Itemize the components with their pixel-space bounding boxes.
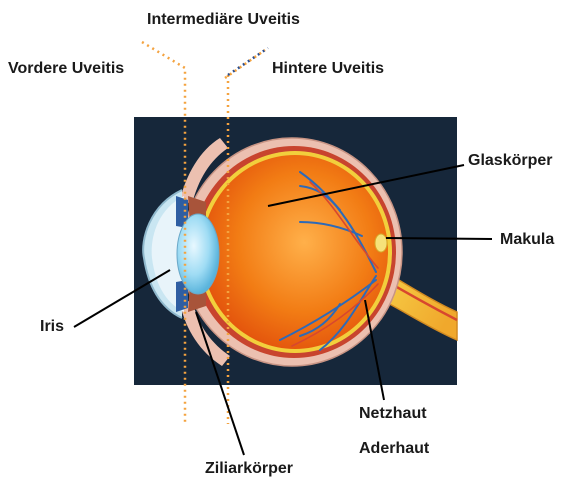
label-ciliary-body: Ziliarkörper [205,461,293,477]
label-choroid: Aderhaut [359,441,429,457]
macula-spot [375,234,387,252]
label-macula: Makula [500,232,554,248]
label-posterior-uveitis: Hintere Uveitis [272,61,384,77]
lens [177,214,219,294]
label-iris: Iris [40,319,64,335]
label-vitreous-body: Glaskörper [468,153,552,169]
label-intermediate-uveitis: Intermediäre Uveitis [147,12,300,28]
guide-intermediate-accent [228,48,268,75]
leader-macula [386,238,492,239]
vitreous-body [202,155,388,349]
label-anterior-uveitis: Vordere Uveitis [8,61,124,77]
label-retina: Netzhaut [359,406,427,422]
